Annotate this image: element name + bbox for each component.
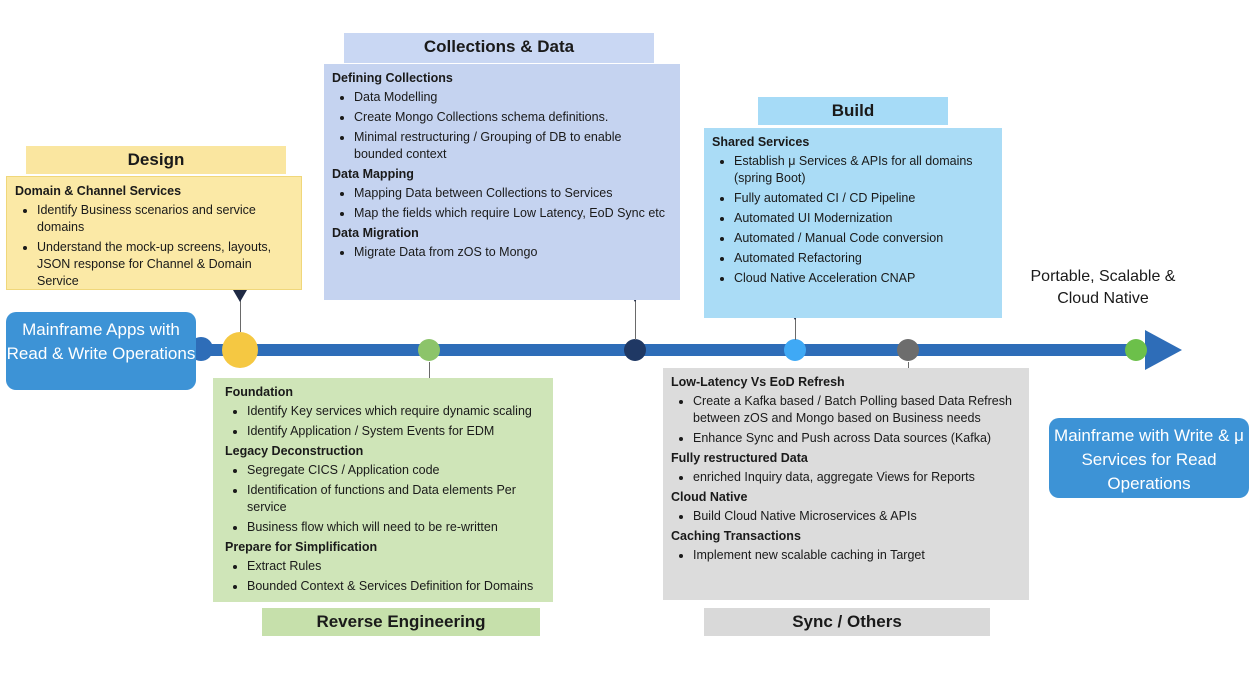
reverse-phase-box: FoundationIdentify Key services which re… <box>213 378 553 602</box>
sync-phase-title: Sync / Others <box>704 608 990 636</box>
milestone-dot-build <box>784 339 806 361</box>
section-list: Migrate Data from zOS to Mongo <box>332 244 672 261</box>
list-item: Create a Kafka based / Batch Polling bas… <box>693 393 1021 427</box>
milestone-dot-sync <box>897 339 919 361</box>
start-state-label: Mainframe Apps with Read & Write Operati… <box>6 320 196 363</box>
stem-build <box>795 318 796 340</box>
design-phase-title: Design <box>26 146 286 174</box>
list-item: Business flow which will need to be re-w… <box>247 519 545 536</box>
list-item: Identification of functions and Data ele… <box>247 482 545 516</box>
section-list: Mapping Data between Collections to Serv… <box>332 185 672 222</box>
section-heading: Foundation <box>225 385 294 399</box>
timeline-arrowhead <box>1145 330 1182 370</box>
stem-reverse <box>429 362 430 392</box>
section-heading: Data Mapping <box>332 167 414 181</box>
section-heading: Fully restructured Data <box>671 451 808 465</box>
design-phase-box: Domain & Channel ServicesIdentify Busine… <box>6 176 302 290</box>
section-list: enriched Inquiry data, aggregate Views f… <box>671 469 1021 486</box>
section-list: Data ModellingCreate Mongo Collections s… <box>332 89 672 163</box>
list-item: Data Modelling <box>354 89 672 106</box>
section-heading: Caching Transactions <box>671 529 801 543</box>
sync-sections: Low-Latency Vs EoD RefreshCreate a Kafka… <box>671 374 1021 564</box>
reverse-phase-title: Reverse Engineering <box>262 608 540 636</box>
timeline-bar <box>195 344 1155 356</box>
section-list: Segregate CICS / Application codeIdentif… <box>225 462 545 536</box>
build-phase-title: Build <box>758 97 948 125</box>
build-phase-box: Shared ServicesEstablish μ Services & AP… <box>704 128 1002 318</box>
section-heading: Low-Latency Vs EoD Refresh <box>671 375 845 389</box>
section-heading: Data Migration <box>332 226 419 240</box>
section-heading: Prepare for Simplification <box>225 540 378 554</box>
list-item: Identify Application / System Events for… <box>247 423 545 440</box>
list-item: Fully automated CI / CD Pipeline <box>734 190 994 207</box>
milestone-dot-design <box>222 332 258 368</box>
section-heading: Legacy Deconstruction <box>225 444 364 458</box>
section-list: Extract RulesBounded Context & Services … <box>225 558 545 595</box>
collections-phase-box: Defining CollectionsData ModellingCreate… <box>324 64 680 300</box>
section-heading: Cloud Native <box>671 490 748 504</box>
list-item: Minimal restructuring / Grouping of DB t… <box>354 129 672 163</box>
section-list: Build Cloud Native Microservices & APIs <box>671 508 1021 525</box>
build-sections: Shared ServicesEstablish μ Services & AP… <box>712 134 994 287</box>
section-heading: Domain & Channel Services <box>15 184 182 198</box>
section-list: Identify Business scenarios and service … <box>15 202 293 290</box>
milestone-dot-goal <box>1125 339 1147 361</box>
list-item: Identify Business scenarios and service … <box>37 202 293 236</box>
list-item: Migrate Data from zOS to Mongo <box>354 244 672 261</box>
section-heading: Defining Collections <box>332 71 453 85</box>
list-item: Automated Refactoring <box>734 250 994 267</box>
pointer-design-icon <box>233 290 247 302</box>
list-item: Cloud Native Acceleration CNAP <box>734 270 994 287</box>
sync-phase-box: Low-Latency Vs EoD RefreshCreate a Kafka… <box>663 368 1029 600</box>
end-state-box: Mainframe with Write & μ Services for Re… <box>1049 418 1249 498</box>
list-item: Segregate CICS / Application code <box>247 462 545 479</box>
section-heading: Shared Services <box>712 135 810 149</box>
reverse-sections: FoundationIdentify Key services which re… <box>225 384 545 595</box>
section-list: Identify Key services which require dyna… <box>225 403 545 440</box>
section-list: Create a Kafka based / Batch Polling bas… <box>671 393 1021 447</box>
milestone-dot-reverse <box>418 339 440 361</box>
milestone-dot-collections <box>624 339 646 361</box>
design-sections: Domain & Channel ServicesIdentify Busine… <box>15 183 293 290</box>
list-item: enriched Inquiry data, aggregate Views f… <box>693 469 1021 486</box>
list-item: Establish μ Services & APIs for all doma… <box>734 153 994 187</box>
list-item: Implement new scalable caching in Target <box>693 547 1021 564</box>
list-item: Identify Key services which require dyna… <box>247 403 545 420</box>
collections-phase-title: Collections & Data <box>344 33 654 63</box>
list-item: Build Cloud Native Microservices & APIs <box>693 508 1021 525</box>
list-item: Extract Rules <box>247 558 545 575</box>
list-item: Mapping Data between Collections to Serv… <box>354 185 672 202</box>
list-item: Create Mongo Collections schema definiti… <box>354 109 672 126</box>
list-item: Automated UI Modernization <box>734 210 994 227</box>
collections-sections: Defining CollectionsData ModellingCreate… <box>332 70 672 261</box>
list-item: Understand the mock-up screens, layouts,… <box>37 239 293 290</box>
start-state-box: Mainframe Apps with Read & Write Operati… <box>6 312 196 390</box>
list-item: Enhance Sync and Push across Data source… <box>693 430 1021 447</box>
end-state-label: Mainframe with Write & μ Services for Re… <box>1054 426 1244 493</box>
stem-collections <box>635 300 636 340</box>
section-list: Establish μ Services & APIs for all doma… <box>712 153 994 287</box>
list-item: Automated / Manual Code conversion <box>734 230 994 247</box>
section-list: Implement new scalable caching in Target <box>671 547 1021 564</box>
list-item: Map the fields which require Low Latency… <box>354 205 672 222</box>
list-item: Bounded Context & Services Definition fo… <box>247 578 545 595</box>
stem-design <box>240 290 241 332</box>
goal-caption: Portable, Scalable & Cloud Native <box>1030 268 1176 307</box>
